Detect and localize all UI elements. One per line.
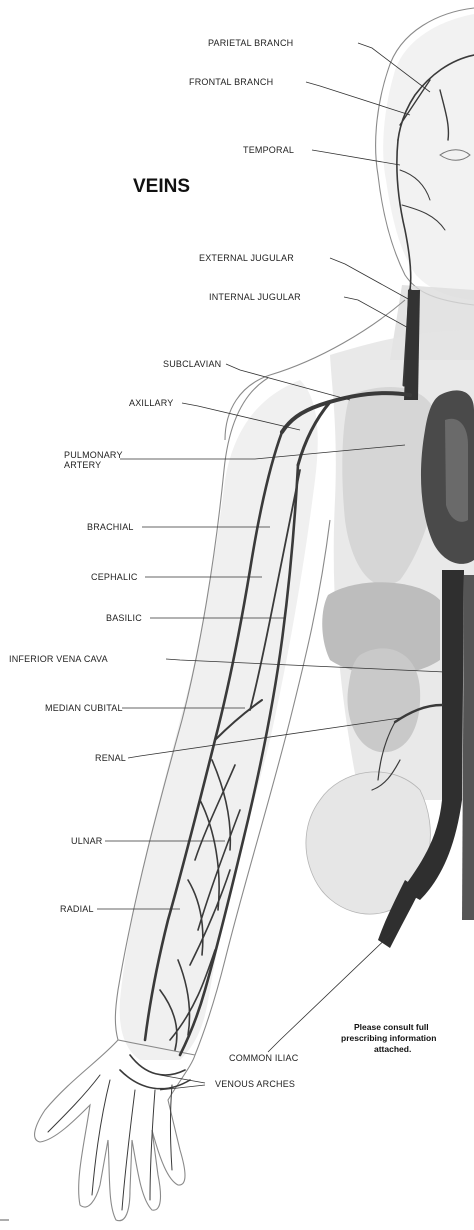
label-common-iliac: COMMON ILIAC (229, 1053, 299, 1063)
label-renal: RENAL (95, 753, 126, 763)
label-median-cubital: MEDIAN CUBITAL (45, 703, 123, 713)
label-pulmonary: PULMONARY (64, 450, 123, 460)
label-radial: RADIAL (60, 904, 94, 914)
heart-highlight (445, 419, 468, 522)
label-frontal-branch: FRONTAL BRANCH (189, 77, 273, 87)
label-venous-arches: VENOUS ARCHES (215, 1079, 295, 1089)
label-artery: ARTERY (64, 460, 101, 470)
prescribing-note: Please consult full prescribing informat… (341, 1022, 436, 1054)
note-line-1: Please consult full (354, 1022, 429, 1032)
label-external-jugular: EXTERNAL JUGULAR (199, 253, 294, 263)
arm-illustration (35, 378, 330, 1221)
label-cephalic: CEPHALIC (91, 572, 138, 582)
label-temporal: TEMPORAL (243, 145, 294, 155)
label-ulnar: ULNAR (71, 836, 103, 846)
leader-external-jugular (330, 258, 410, 300)
note-line-3: attached. (374, 1044, 411, 1054)
label-brachial: BRACHIAL (87, 522, 134, 532)
leader-venous-arches (160, 1075, 205, 1083)
label-subclavian: SUBCLAVIAN (163, 359, 221, 369)
label-axillary: AXILLARY (129, 398, 173, 408)
label-parietal-branch: PARIETAL BRANCH (208, 38, 293, 48)
leader-venous-arches-2 (160, 1085, 205, 1090)
kidney (347, 648, 420, 752)
label-internal-jugular: INTERNAL JUGULAR (209, 292, 301, 302)
aorta-shadow (462, 575, 474, 920)
label-inferior-vena-cava: INFERIOR VENA CAVA (9, 654, 108, 664)
diagram-title: VEINS (133, 176, 190, 197)
label-basilic: BASILIC (106, 613, 142, 623)
venous-arch (120, 1055, 190, 1089)
note-line-2: prescribing information (341, 1033, 436, 1043)
